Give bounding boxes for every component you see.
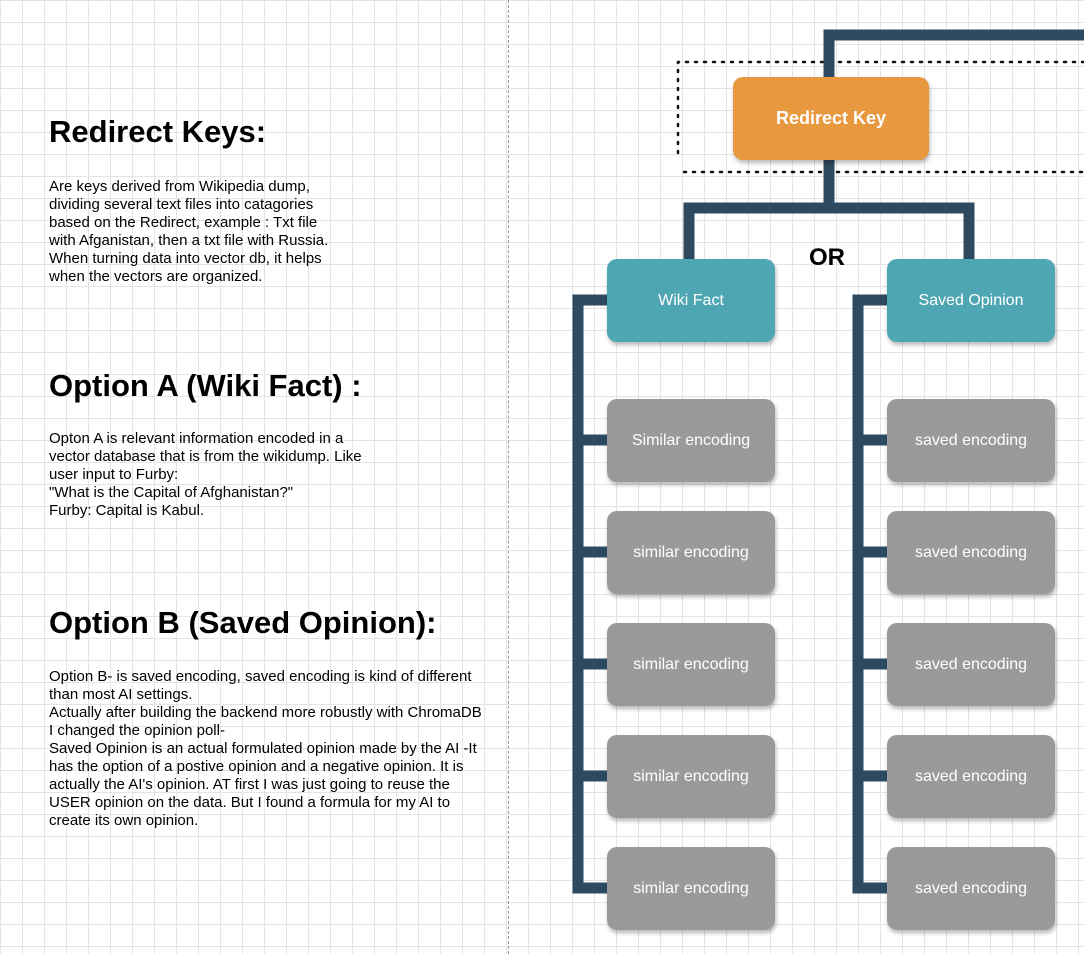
option-a-heading: Option A (Wiki Fact) : xyxy=(49,368,362,403)
similar-encoding-node[interactable]: similar encoding xyxy=(607,847,775,930)
saved-encoding-node[interactable]: saved encoding xyxy=(887,399,1055,482)
top-connector xyxy=(823,29,1084,79)
option-a-description: Opton A is relevant information encoded … xyxy=(49,430,362,519)
saved-encoding-node[interactable]: saved encoding xyxy=(887,511,1055,594)
redirect-keys-heading: Redirect Keys: xyxy=(49,114,267,149)
connector-lines xyxy=(572,29,1084,894)
root-split-connector xyxy=(683,158,975,261)
right-spine-connector xyxy=(852,294,889,894)
similar-encoding-node[interactable]: Similar encoding xyxy=(607,399,775,482)
redirect-keys-description: Are keys derived from Wikipedia dump, di… xyxy=(49,178,329,285)
or-label: OR xyxy=(809,244,845,271)
page-divider xyxy=(508,0,509,954)
similar-encoding-node[interactable]: similar encoding xyxy=(607,511,775,594)
saved-encoding-node[interactable]: saved encoding xyxy=(887,735,1055,818)
left-spine-connector xyxy=(572,294,609,894)
similar-encoding-node[interactable]: similar encoding xyxy=(607,735,775,818)
similar-encoding-node[interactable]: similar encoding xyxy=(607,623,775,706)
wiki-fact-node[interactable]: Wiki Fact xyxy=(607,259,775,342)
option-b-description: Option B- is saved encoding, saved encod… xyxy=(49,668,482,829)
option-b-heading: Option B (Saved Opinion): xyxy=(49,605,437,640)
saved-encoding-node[interactable]: saved encoding xyxy=(887,847,1055,930)
saved-opinion-node[interactable]: Saved Opinion xyxy=(887,259,1055,342)
saved-encoding-node[interactable]: saved encoding xyxy=(887,623,1055,706)
dotted-frame xyxy=(676,60,1084,174)
redirect-key-node[interactable]: Redirect Key xyxy=(733,77,929,160)
